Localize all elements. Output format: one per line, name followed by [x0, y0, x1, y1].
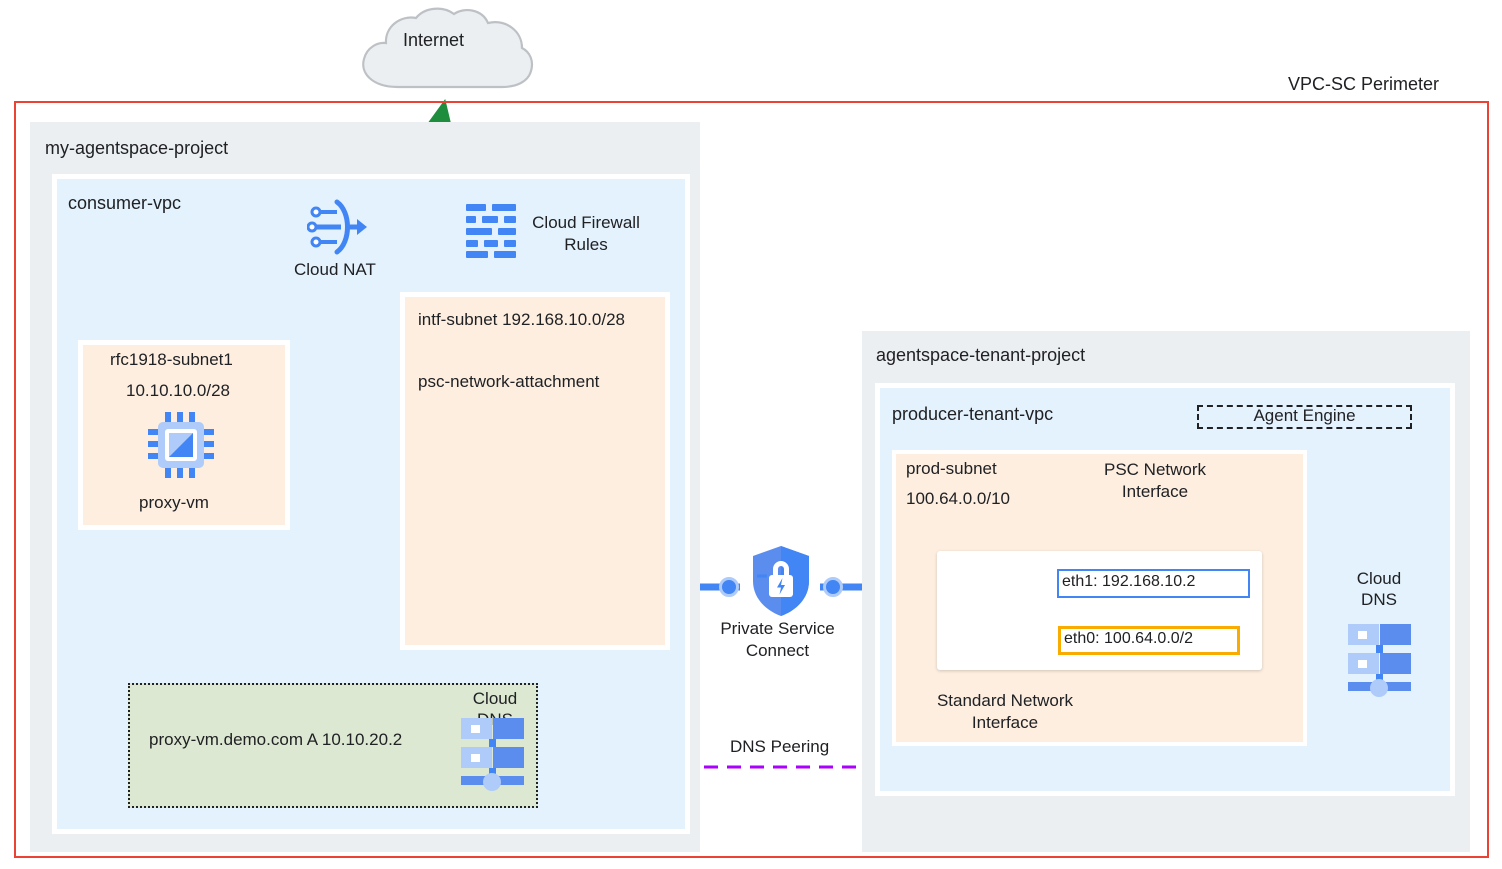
proxy-vm-label: proxy-vm [139, 493, 209, 512]
producer-tenant-vpc-label: producer-tenant-vpc [892, 404, 1054, 424]
cloud-dns-icon [1348, 618, 1411, 703]
tenant-project-label: agentspace-tenant-project [876, 345, 1086, 365]
agent-engine-label: Agent Engine [1253, 406, 1356, 425]
eth0-interface-box [1058, 626, 1240, 655]
cloud-nat-icon [306, 198, 369, 261]
vpc-sc-perimeter-label: VPC-SC Perimeter [1288, 74, 1440, 94]
standard-network-interface-label: Standard Network Interface [936, 691, 1074, 733]
cloud-dns-zone-container [128, 683, 538, 808]
intf-subnet-cidr-label: intf-subnet 192.168.10.0/28 [418, 310, 625, 329]
psc-network-attachment-label: psc-network-attachment [418, 372, 600, 391]
agent-engine-box [1197, 405, 1412, 429]
internet-label: Internet [403, 30, 465, 50]
firewall-rules-label: Cloud Firewall Rules [532, 213, 640, 255]
cloud-dns-icon [461, 712, 524, 797]
vpc-sc-perimeter [14, 101, 1489, 858]
rfc1918-subnet-name: rfc1918-subnet1 [110, 350, 233, 369]
psc-network-interface-label: PSC Network Interface [1103, 460, 1207, 502]
dns-peering-label: DNS Peering [730, 737, 830, 756]
cpu-icon [148, 412, 214, 483]
prod-subnet-cidr: 100.64.0.0/10 [906, 489, 1010, 508]
eth1-interface-box [1057, 569, 1250, 598]
eth1-interface-label: eth1: 192.168.10.2 [1062, 573, 1196, 590]
intf-subnet-container [400, 292, 670, 650]
firewall-rules-icon [466, 203, 520, 264]
cloud-nat-label: Cloud NAT [294, 260, 376, 279]
shield-lock-icon [751, 545, 811, 622]
cloud-icon [350, 5, 540, 105]
private-service-connect-label: Private Service Connect [720, 619, 835, 661]
tenant-cloud-dns-label: Cloud DNS [1356, 569, 1402, 610]
dns-a-record: proxy-vm.demo.com A 10.10.20.2 [149, 730, 403, 749]
rfc1918-subnet-cidr: 10.10.10.0/28 [126, 381, 230, 400]
prod-subnet-name: prod-subnet [906, 459, 997, 478]
consumer-vpc-label: consumer-vpc [68, 193, 182, 213]
consumer-project-label: my-agentspace-project [45, 138, 229, 158]
eth0-interface-label: eth0: 100.64.0.0/2 [1064, 630, 1193, 647]
